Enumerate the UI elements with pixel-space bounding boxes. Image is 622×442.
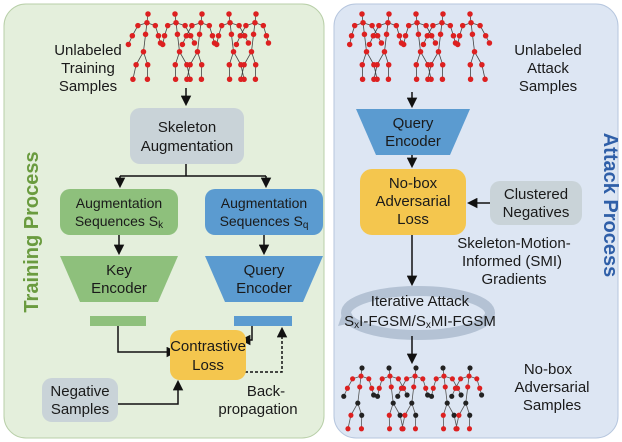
negative-samples-block: Negative Samples [42, 378, 118, 422]
training-query-encoder: Query Encoder [205, 256, 323, 302]
svg-text:Contrastive: Contrastive [170, 338, 246, 355]
svg-text:Augmentation: Augmentation [141, 138, 234, 155]
adversarial-output-label: No-box Adversarial Samples [514, 361, 589, 414]
iterative-attack-label: Iterative Attack SxI-FGSM/SxMI-FGSM [344, 293, 496, 331]
training-unlabeled-text: Unlabeled Training Samples [54, 42, 122, 95]
query-feature-bar [234, 316, 292, 326]
svg-text:Adversarial: Adversarial [375, 193, 450, 210]
smi-gradients-label: Skeleton-Motion- Informed (SMI) Gradient… [457, 235, 570, 288]
svg-text:Augmentation: Augmentation [76, 195, 162, 211]
svg-text:Augmentation: Augmentation [221, 195, 307, 211]
attack-title: Attack Process [599, 133, 621, 278]
svg-text:Training: Training [61, 60, 115, 77]
svg-text:Negatives: Negatives [503, 204, 570, 221]
training-title: Training Process [21, 151, 43, 312]
svg-text:Informed (SMI): Informed (SMI) [462, 253, 562, 270]
svg-text:Gradients: Gradients [481, 271, 546, 288]
svg-text:Unlabeled: Unlabeled [514, 42, 582, 59]
svg-text:Clustered: Clustered [504, 186, 568, 203]
svg-text:No-box: No-box [524, 361, 573, 378]
svg-text:Negative: Negative [50, 383, 109, 400]
svg-text:propagation: propagation [218, 401, 297, 418]
key-encoder: Key Encoder [60, 256, 178, 302]
svg-text:Loss: Loss [397, 211, 429, 228]
augmentation-sq-block: Augmentation Sequences Sq [205, 189, 323, 235]
backprop-label: Back- propagation [218, 383, 297, 418]
svg-text:Back-: Back- [247, 383, 285, 400]
svg-text:Sequences Sq: Sequences Sq [220, 213, 309, 231]
svg-text:Query: Query [244, 262, 285, 279]
svg-text:Skeleton-Motion-: Skeleton-Motion- [457, 235, 570, 252]
svg-text:Unlabeled: Unlabeled [54, 42, 122, 59]
svg-text:Iterative Attack: Iterative Attack [371, 293, 470, 310]
training-skeletons [125, 11, 272, 83]
attack-skeletons [346, 11, 493, 83]
svg-text:Encoder: Encoder [236, 280, 292, 297]
attack-unlabeled-text: Unlabeled Attack Samples [514, 42, 582, 95]
svg-text:Samples: Samples [519, 78, 577, 95]
svg-text:Samples: Samples [51, 401, 109, 418]
svg-text:No-box: No-box [389, 175, 438, 192]
svg-text:SxI-FGSM/SxMI-FGSM: SxI-FGSM/SxMI-FGSM [344, 313, 496, 331]
svg-text:Encoder: Encoder [91, 280, 147, 297]
svg-text:Samples: Samples [523, 397, 581, 414]
contrastive-loss-block: Contrastive Loss [170, 330, 246, 380]
key-feature-bar [90, 316, 146, 326]
svg-text:Loss: Loss [192, 357, 224, 374]
svg-text:Key: Key [106, 262, 132, 279]
svg-text:Query: Query [393, 115, 434, 132]
svg-text:Adversarial: Adversarial [514, 379, 589, 396]
augmentation-sk-block: Augmentation Sequences Sk [60, 189, 178, 235]
svg-text:Samples: Samples [59, 78, 117, 95]
svg-text:Attack: Attack [527, 60, 569, 77]
svg-text:Sequences Sk: Sequences Sk [75, 213, 164, 231]
iterative-loop-arrow [338, 286, 495, 340]
svg-text:Skeleton: Skeleton [158, 119, 216, 136]
adversarial-skeletons [341, 365, 485, 432]
clustered-negatives-block: Clustered Negatives [490, 181, 582, 225]
split-arrows [114, 164, 272, 189]
backprop-arrow [240, 326, 288, 373]
attack-query-encoder: Query Encoder [356, 109, 470, 155]
skeleton-augmentation-block: Skeleton Augmentation [130, 108, 244, 164]
nobox-loss-block: No-box Adversarial Loss [360, 169, 466, 235]
svg-text:Encoder: Encoder [385, 133, 441, 150]
